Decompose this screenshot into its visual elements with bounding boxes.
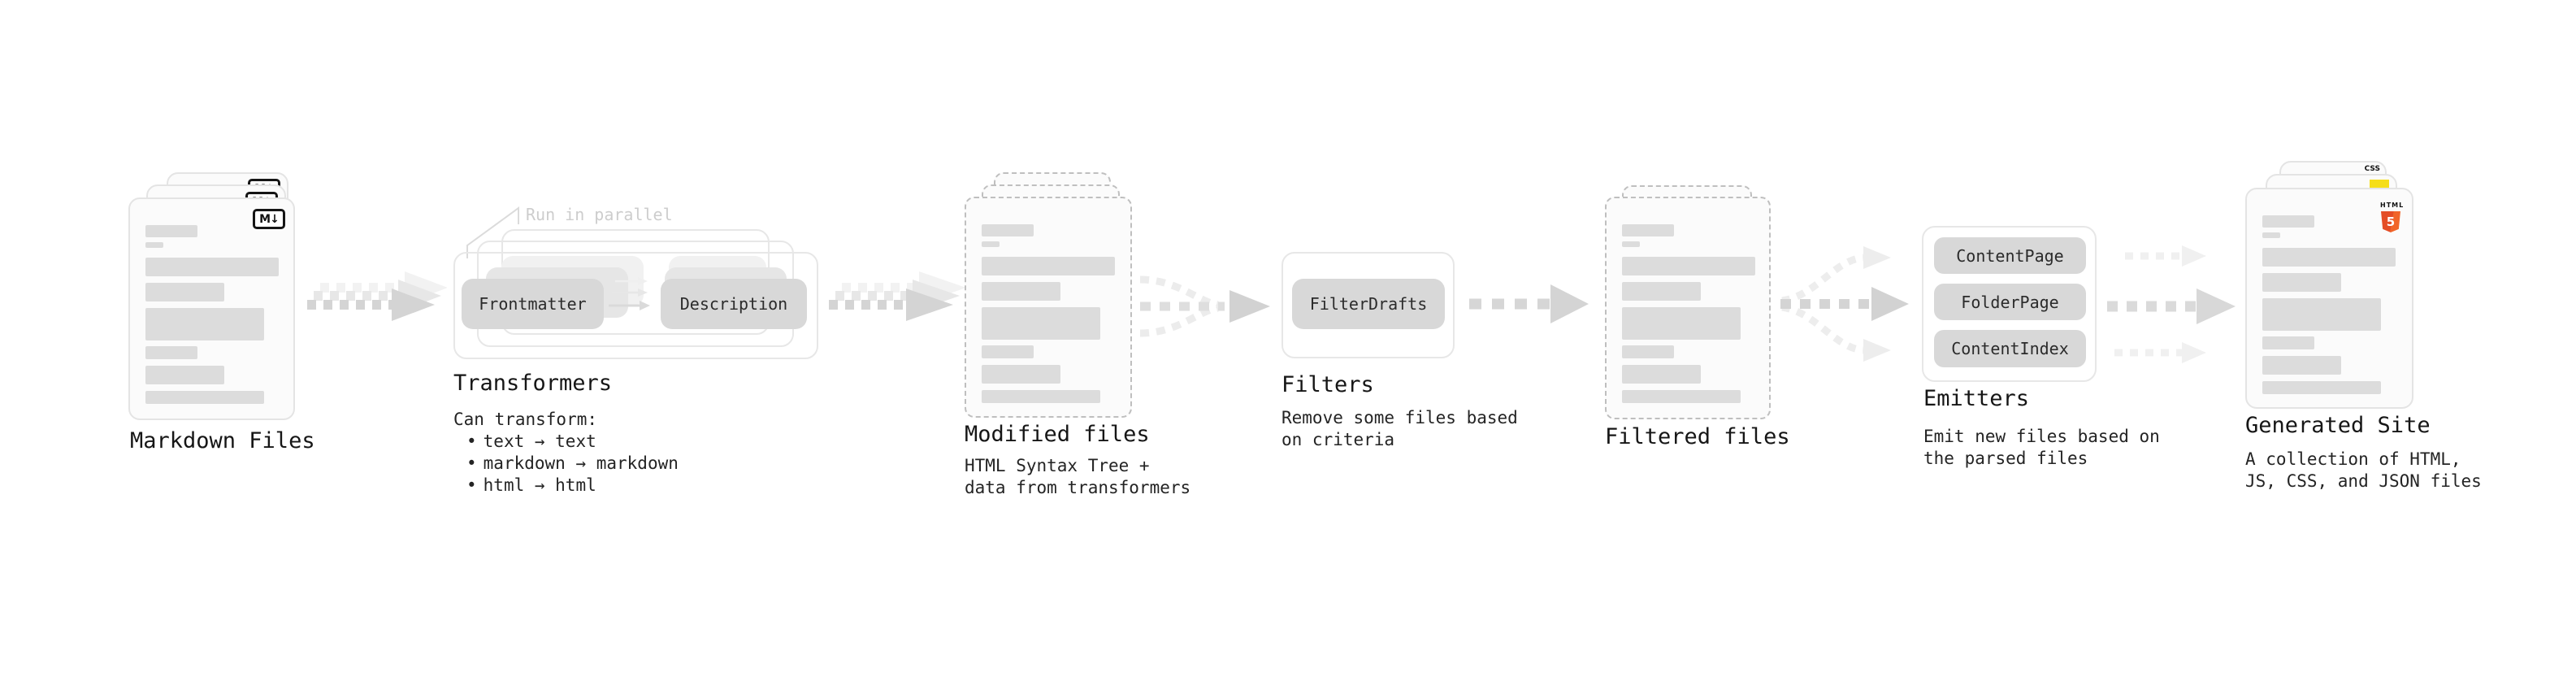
stage-label-filters: Filters [1281,372,1374,397]
stage-label-generated-site: Generated Site [2245,413,2431,438]
annotation-run-in-parallel: Run in parallel [526,205,673,224]
placeholder-bar [2262,215,2314,228]
html5-icon-shield: 5 [2381,211,2400,232]
flow-arrow-transformers-to-modified [829,271,966,321]
placeholder-bar [145,308,264,340]
placeholder-bar [2262,298,2381,331]
filtered-file-card-front [1605,197,1771,419]
site-file-card-html: HTML 5 [2245,188,2413,409]
emitters-description: Emit new files based on the parsed files [1923,426,2160,470]
placeholder-bar [2262,381,2381,394]
desc-line: the parsed files [1923,449,2088,468]
placeholder-bars [2262,215,2396,394]
stage-label-filtered-files: Filtered files [1605,424,1790,449]
placeholder-bar [145,283,224,301]
placeholder-bar [1622,307,1741,340]
desc-line: Remove some files based [1281,408,1518,427]
bullet-text: text → text [483,432,596,451]
placeholder-bar [145,366,224,384]
html5-icon: HTML 5 [2380,195,2405,232]
placeholder-bar [982,282,1060,301]
placeholder-bar [145,225,197,237]
placeholder-bar [1622,241,1640,247]
modified-file-card-front [965,197,1132,418]
flow-arrow-markdown-to-transformers [307,271,447,321]
flow-arrow-filters-to-filtered [1469,284,1589,323]
placeholder-bar [1622,390,1741,403]
desc-line: HTML Syntax Tree + [965,456,1150,475]
placeholder-bar [2262,356,2341,375]
generated-site-description: A collection of HTML, JS, CSS, and JSON … [2245,449,2482,492]
bullet-text: html → html [483,475,596,495]
desc-line: A collection of HTML, [2245,449,2461,469]
stage-label-modified-files: Modified files [965,422,1150,447]
markdown-icon: M↓ [253,209,285,229]
bullet-marker: • [466,453,477,473]
placeholder-bar [1622,282,1701,301]
description-box: Description [661,279,807,329]
placeholder-bar [982,257,1115,275]
placeholder-bar [1622,224,1674,236]
contentindex-box: ContentIndex [1934,330,2086,367]
bullet-marker: • [466,432,477,451]
stage-label-markdown-files: Markdown Files [130,428,315,453]
transformers-description: Can transform: • text → text • markdown → … [453,409,679,497]
markdown-file-card-front: M↓ [128,197,295,420]
modified-files-description: HTML Syntax Tree + data from transformer… [965,455,1190,499]
html5-icon-word: HTML [2380,202,2405,209]
placeholder-bars [982,224,1115,403]
placeholder-bar [982,224,1034,236]
placeholder-bar [145,258,279,276]
stage-label-transformers: Transformers [453,371,613,396]
placeholder-bar [982,241,1000,247]
flow-arrow-modified-to-filters [1139,275,1270,337]
bullet-item: • markdown → markdown [453,453,679,475]
flow-arrow-emitters-to-site [2107,245,2236,363]
filters-container [1281,252,1455,358]
placeholder-bar [145,391,264,404]
placeholder-bar [982,307,1100,340]
filters-description: Remove some files based on criteria [1281,407,1518,451]
placeholder-bars [1622,224,1755,403]
bullet-text: markdown → markdown [483,453,679,473]
placeholder-bar [2262,336,2314,349]
desc-line: Emit new files based on [1923,427,2160,446]
placeholder-bar [982,390,1100,403]
bullet-marker: • [466,475,477,495]
placeholder-bar [2262,248,2396,267]
placeholder-bar [2262,273,2341,292]
filterdrafts-box: FilterDrafts [1292,279,1445,329]
contentpage-box: ContentPage [1934,237,2086,274]
bullet-item: • text → text [453,431,679,453]
stage-label-emitters: Emitters [1923,386,2030,411]
placeholder-bar [1622,365,1701,384]
desc-line: on criteria [1281,430,1395,449]
placeholder-bar [1622,257,1755,275]
placeholder-bar [2262,232,2280,238]
transformer-inner-arrows [609,277,650,310]
flow-arrow-filtered-to-emitters [1780,246,1909,362]
transformer-container-front [453,252,818,359]
transformers-desc-title: Can transform: [453,410,598,429]
placeholder-bar [982,365,1060,384]
placeholder-bar [982,345,1034,358]
desc-line: JS, CSS, and JSON files [2245,471,2482,491]
markdown-icon-label: M↓ [259,212,280,226]
emitters-container [1922,226,2097,382]
placeholder-bars [145,225,279,404]
desc-line: data from transformers [965,478,1191,497]
placeholder-bar [145,242,163,248]
frontmatter-box: Frontmatter [462,279,604,329]
folderpage-box: FolderPage [1934,284,2086,320]
placeholder-bar [145,346,197,359]
bullet-item: • html → html [453,475,679,497]
placeholder-bar [1622,345,1674,358]
